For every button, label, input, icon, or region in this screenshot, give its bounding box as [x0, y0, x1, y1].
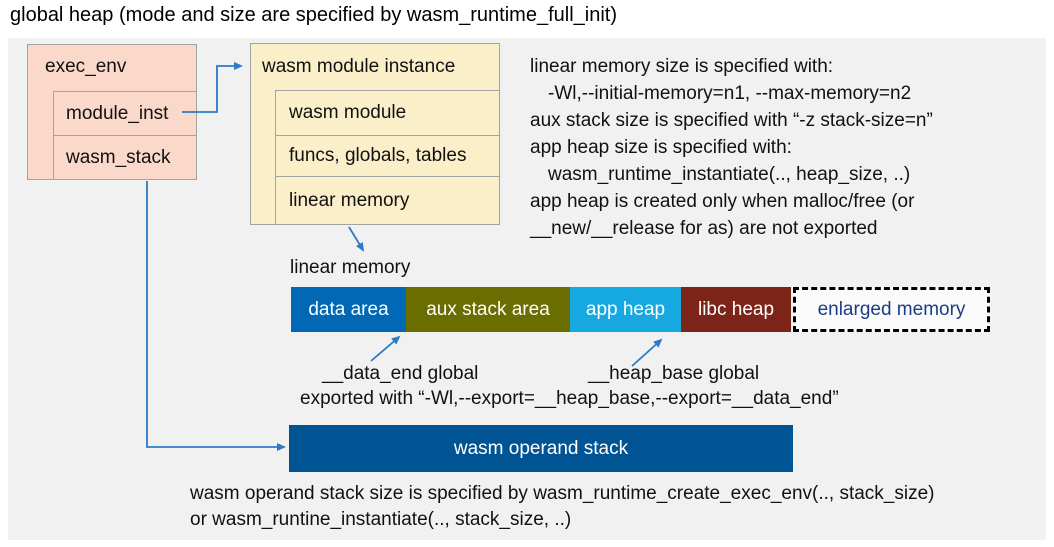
wasm-stack-label: wasm_stack [66, 146, 171, 168]
note-line: app heap is created only when malloc/fre… [530, 191, 915, 212]
segment-app-heap: app heap [570, 287, 681, 332]
note-line: or wasm_runtine_instantiate(.., stack_si… [190, 509, 572, 530]
exec-env-header: exec_env [45, 56, 127, 77]
wasm-operand-stack-label: wasm operand stack [453, 437, 629, 459]
module-inst-label: module_inst [66, 102, 169, 124]
exec-env-row-wasm-stack: wasm_stack [53, 135, 197, 180]
wasm-module-label: wasm module [289, 102, 407, 123]
aux-stack-area-label: aux stack area [426, 298, 550, 320]
heap-base-global-annotation: __heap_base global [588, 363, 760, 384]
module-instance-row-funcs-globals-tables: funcs, globals, tables [275, 135, 500, 177]
note-line: -Wl,--initial-memory=n1, --max-memory=n2 [548, 83, 912, 104]
module-instance-row-linear-memory: linear memory [275, 176, 500, 225]
libc-heap-label: libc heap [697, 298, 775, 320]
module-instance-row-wasm-module: wasm module [275, 90, 500, 136]
note-line: aux stack size is specified with “-z sta… [530, 110, 933, 131]
notes-right-block: linear memory size is specified with: -W… [530, 53, 933, 242]
segment-aux-stack-area: aux stack area [406, 287, 570, 332]
app-heap-label: app heap [585, 298, 666, 320]
note-line: wasm operand stack size is specified by … [190, 483, 935, 504]
diagram-title: global heap (mode and size are specified… [10, 4, 617, 26]
note-line: __new/__release for as) are not exported [530, 218, 878, 239]
data-end-global-annotation: __data_end global [322, 363, 479, 384]
segment-data-area: data area [291, 287, 406, 332]
funcs-globals-tables-label: funcs, globals, tables [289, 145, 467, 166]
linear-memory-row-label: linear memory [289, 189, 410, 211]
note-line: linear memory size is specified with: [530, 56, 834, 77]
exec-env-row-module-inst: module_inst [53, 91, 197, 136]
note-line: wasm_runtime_instantiate(.., heap_size, … [548, 164, 911, 185]
note-line: app heap size is specified with: [530, 137, 792, 158]
module-instance-header: wasm module instance [262, 56, 456, 77]
operand-stack-notes: wasm operand stack size is specified by … [190, 481, 935, 533]
linear-memory-label: linear memory [290, 257, 411, 278]
enlarged-memory-label: enlarged memory [817, 298, 966, 320]
segment-libc-heap: libc heap [681, 287, 791, 332]
wasm-operand-stack-bar: wasm operand stack [289, 425, 793, 472]
data-area-label: data area [308, 298, 389, 320]
segment-enlarged-memory: enlarged memory [793, 287, 990, 332]
export-flags-annotation: exported with “-Wl,--export=__heap_base,… [300, 388, 839, 409]
